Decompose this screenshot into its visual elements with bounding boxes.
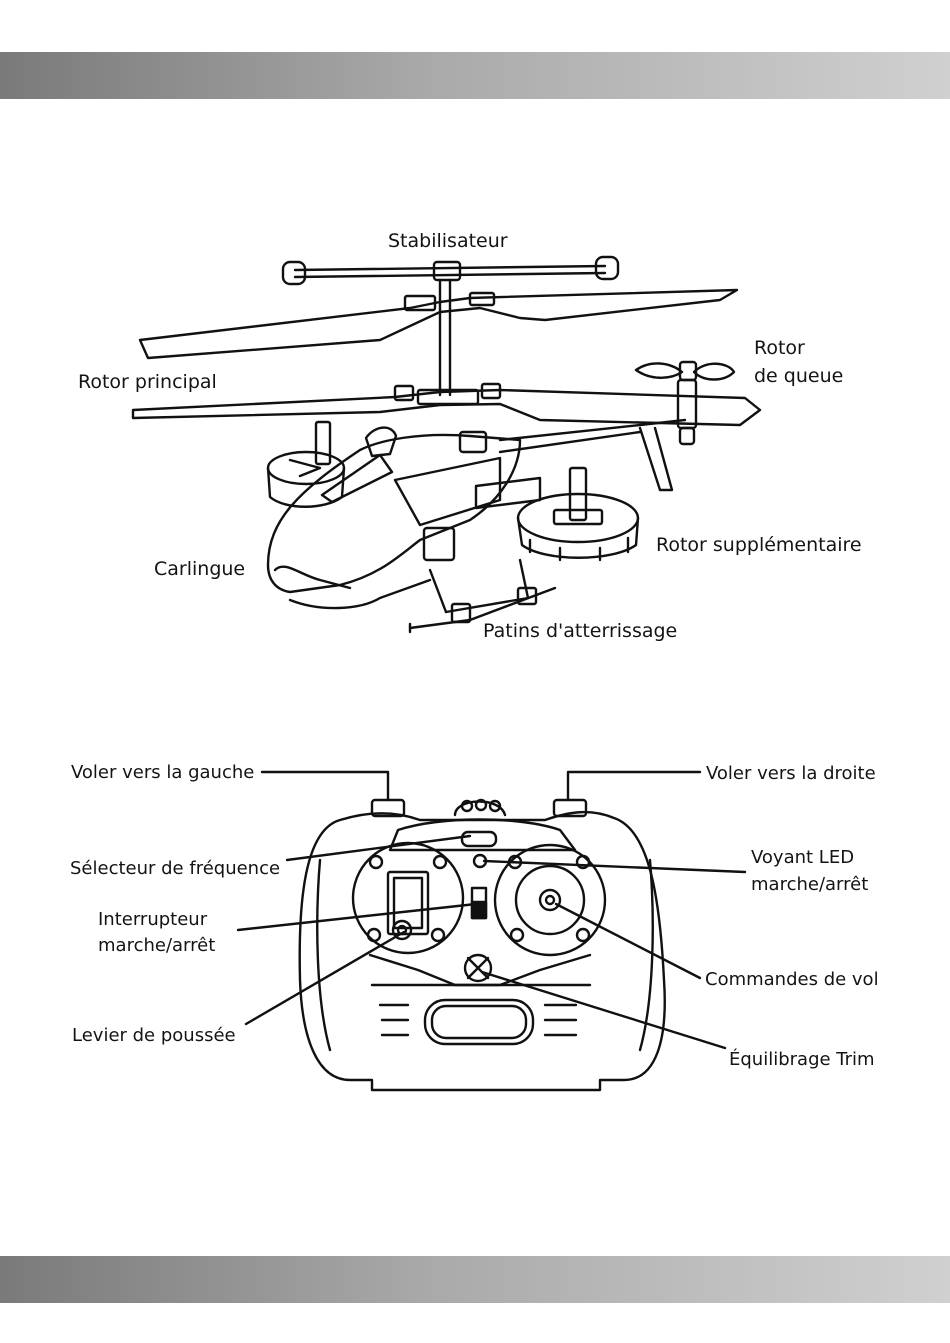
label-commandes-vol: Commandes de vol [705, 966, 879, 993]
callout-power-switch [238, 904, 476, 930]
label-voler-droite: Voler vers la droite [706, 760, 876, 787]
label-voyant-2: marche/arrêt [751, 871, 868, 898]
remote-body [300, 812, 665, 1090]
label-equilibrage-trim: Équilibrage Trim [729, 1046, 875, 1073]
callout-left-shoulder [262, 772, 388, 800]
label-voler-gauche: Voler vers la gauche [71, 759, 254, 786]
label-interrupteur-2: marche/arrêt [98, 932, 215, 959]
callout-led [484, 861, 745, 872]
callout-right-shoulder [568, 772, 700, 800]
callout-flight-controls [556, 904, 700, 978]
label-voyant-1: Voyant LED [751, 844, 854, 871]
callout-throttle [246, 932, 404, 1024]
frequency-selector [462, 832, 496, 846]
label-levier-poussee: Levier de poussée [72, 1022, 236, 1049]
label-selecteur-frequence: Sélecteur de fréquence [70, 855, 280, 882]
label-interrupteur-1: Interrupteur [98, 906, 207, 933]
